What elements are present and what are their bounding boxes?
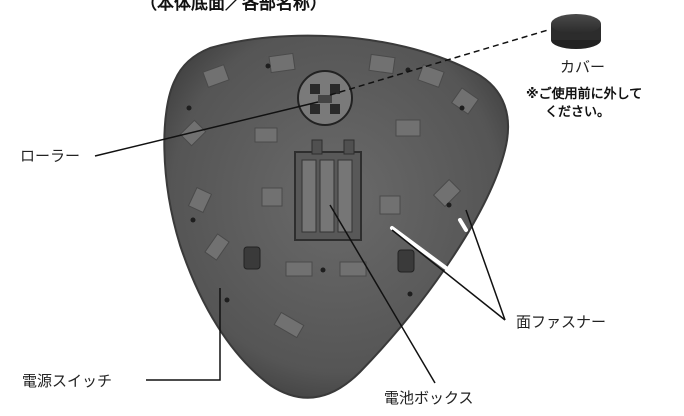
- pads: [179, 52, 480, 339]
- roller-label: ローラー: [20, 147, 81, 165]
- cover-note-line2: ください。: [545, 105, 611, 120]
- power-switch-label: 電源スイッチ: [22, 372, 113, 390]
- hook-fastener-strips: [390, 218, 468, 270]
- hook-fastener-label: 面ファスナー: [516, 313, 607, 331]
- battery-box-shape: [294, 139, 362, 241]
- wheels: [243, 246, 415, 273]
- cover-cap: [551, 14, 601, 49]
- cover-note-line1: ※ご使用前に外して: [526, 87, 643, 102]
- leader-lines: [94, 29, 549, 384]
- cover-label: カバー: [560, 58, 606, 76]
- battery-box-label: 電池ボックス: [384, 389, 474, 407]
- screw-holes: [186, 63, 465, 303]
- roller-compartment: [297, 70, 353, 126]
- top-caption: （本体底面／各部名称）: [140, 0, 327, 14]
